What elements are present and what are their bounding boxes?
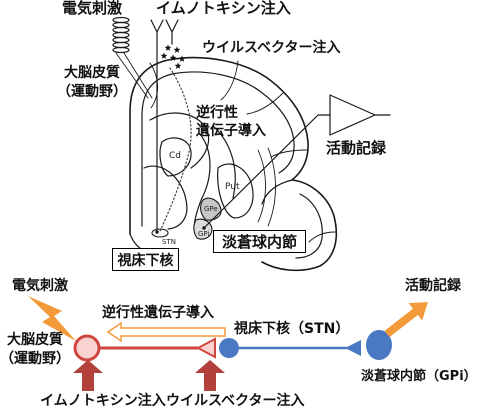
circuit-stn-label: 視床下核（STN） (234, 321, 350, 337)
immunotoxin-cannula (150, 19, 164, 234)
immunotoxin-injection-arrow (73, 360, 103, 391)
gpi-box-label: 淡蒼球内節 (213, 230, 306, 253)
virus-vector-cannula (160, 19, 186, 69)
virus-cannula-icon (165, 19, 179, 33)
stn-injection-site (155, 230, 159, 234)
cortex-axon-terminal (195, 337, 216, 359)
stimulation-coil-icon (112, 46, 130, 54)
cortex-inner-contour (141, 71, 295, 227)
recording-arrow-head (408, 301, 428, 321)
gpe-label: GPe (204, 205, 218, 213)
cortex-neuron-node (73, 334, 101, 362)
circuit-schematic (28, 296, 428, 391)
brain-section (129, 56, 338, 272)
brain-immunotoxin-label: イムノトキシン注入 (156, 0, 291, 17)
gpi-label: GPi (198, 230, 210, 238)
stn-axon-terminal (345, 340, 361, 356)
stimulation-coil-icon (112, 26, 130, 34)
cortical-sulcus (220, 60, 239, 101)
stimulation-coil-icon (112, 16, 130, 24)
circuit-virus-vector-label: ウイルスベクター注入 (166, 393, 305, 409)
stimulation-coil-icon (112, 21, 130, 29)
lateral-ventricle-contour (149, 112, 210, 169)
immunotoxin-cannula-icon (150, 19, 164, 33)
internal-capsule-lateral (212, 125, 236, 199)
retrograde-transfer-arrow (106, 321, 226, 343)
temporal-lobe-contour (295, 193, 323, 259)
sylvian-fissure (261, 179, 293, 205)
brain-retrograde-label-line1: 逆行性 (196, 105, 238, 121)
claustrum-inner (257, 149, 266, 223)
brain-cortex-label: 大脳皮質 （運動野） (56, 64, 128, 102)
globus-pallidus-externus (200, 197, 222, 221)
circuit-recording-label: 活動記録 (405, 278, 461, 294)
cortical-sulcus (246, 92, 284, 115)
brain-virus-vector-label: ウイルスベクター注入 (202, 40, 341, 56)
temporal-sulcus (308, 231, 336, 243)
virus-injection-star-icon (160, 52, 168, 59)
putamen (217, 163, 254, 219)
brain-cortex-area-label: （運動野） (57, 84, 127, 100)
stimulation-electrode (112, 16, 153, 99)
circuit-stimulation-label: 電気刺激 (12, 278, 68, 294)
amplifier-triangle-icon (329, 94, 376, 136)
virus-injection-star-icon (164, 44, 172, 51)
retrograde-pathway-dotted (159, 67, 192, 232)
virus-injection-star-icon (174, 62, 182, 69)
cd-label: Cd (169, 151, 181, 161)
brain-cortex-label-line: 大脳皮質 (64, 65, 120, 81)
recording-setup (202, 94, 391, 230)
circuit-cortex-label-line: 大脳皮質 (7, 332, 63, 348)
recording-electrode-line (203, 114, 331, 229)
brain-recording-label: 活動記録 (326, 139, 387, 157)
circuit-immunotoxin-label: イムノトキシン注入 (40, 393, 166, 409)
circuit-cortex-label: 大脳皮質 （運動野） (0, 331, 70, 369)
brain-retrograde-label-line2: 遺伝子導入 (196, 123, 266, 139)
circuit-cortex-area-label: （運動野） (0, 351, 70, 367)
recording-arrow (384, 301, 428, 338)
virus-injection-star-icon (173, 46, 181, 53)
stimulation-coil-icon (112, 31, 130, 39)
stimulation-coil-icon (112, 41, 130, 49)
stimulation-lead (123, 52, 153, 99)
stn-neuron-node (219, 338, 239, 358)
thalamus (143, 165, 188, 230)
brain-retrograde-label: 逆行性 遺伝子導入 (196, 104, 266, 140)
put-label: Put (225, 182, 240, 192)
stn-box-label: 視床下核 (112, 248, 179, 271)
stimulation-coil-icon (112, 36, 130, 44)
claustrum-outer (267, 147, 276, 227)
virus-vector-injection-arrow (195, 360, 225, 391)
recording-arrow-shaft (384, 307, 420, 338)
stimulation-lead (115, 52, 149, 99)
stn-label: STN (162, 238, 176, 246)
virus-injection-star-icon (178, 55, 186, 62)
circuit-retrograde-label: 逆行性遺伝子導入 (102, 305, 214, 321)
gpi-neuron-node (366, 330, 392, 360)
brain-outline (129, 56, 338, 272)
motor-cortex-sulcus (149, 62, 159, 109)
brain-stimulation-label: 電気刺激 (62, 0, 123, 17)
stimulation-bolt-icon (28, 296, 76, 341)
circuit-gpi-label: 淡蒼球内節（GPi） (361, 369, 477, 384)
cortical-sulcus (270, 149, 308, 158)
